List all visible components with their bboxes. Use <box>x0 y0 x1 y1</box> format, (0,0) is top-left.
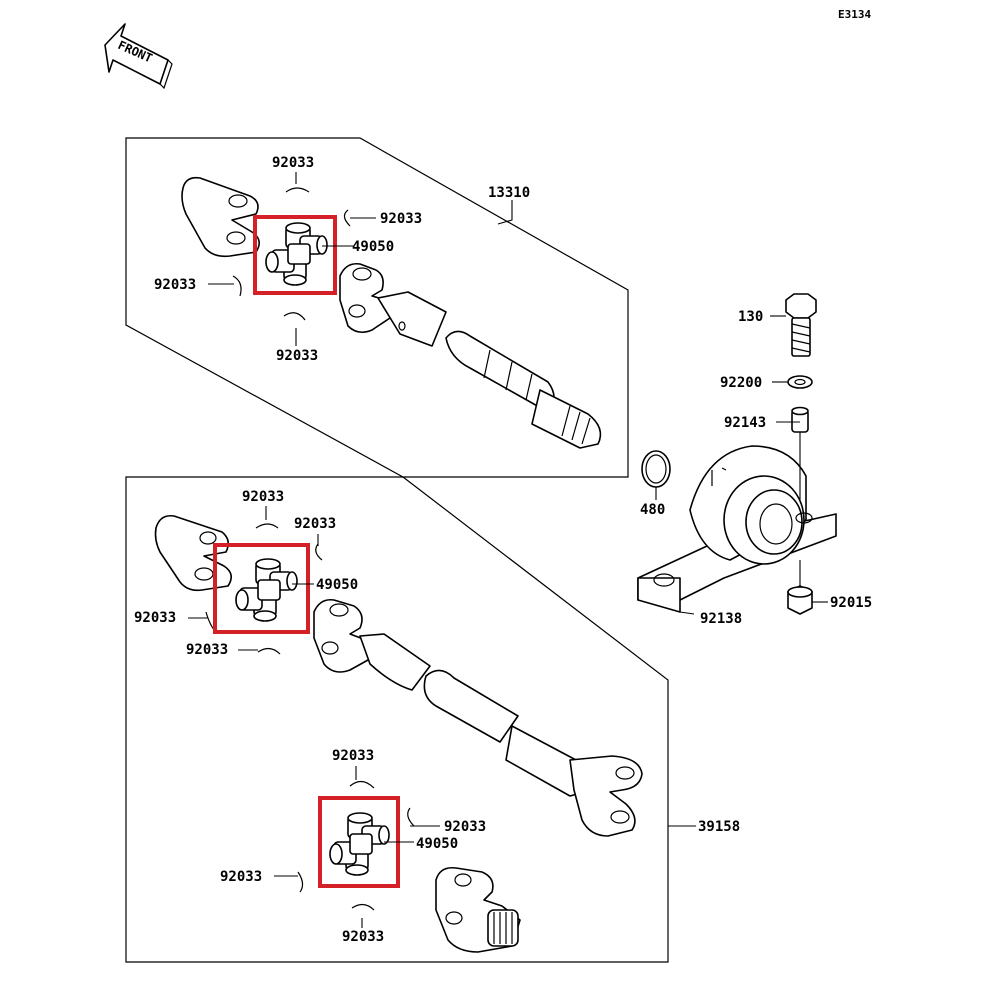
diagram-code: E3134 <box>838 8 871 21</box>
part-labels: 92033 92033 49050 92033 92033 13310 9203… <box>134 155 872 945</box>
label-92015: 92015 <box>830 595 872 611</box>
upper-left-yoke <box>181 176 260 258</box>
lower-assembly-frame <box>125 476 669 963</box>
snap-ring-icon <box>257 647 281 655</box>
label-49050: 49050 <box>352 239 394 255</box>
spider-highlight-middle <box>213 543 310 634</box>
label-92033: 92033 <box>272 155 314 171</box>
spider-highlight-upper <box>253 215 337 295</box>
lower-shaft-assembly <box>125 476 669 963</box>
nut-icon <box>787 585 813 615</box>
label-49050: 49050 <box>316 577 358 593</box>
upper-shaft <box>339 262 602 449</box>
label-92033: 92033 <box>134 610 176 626</box>
universal-joint-spider-icon <box>235 558 298 622</box>
label-92138: 92138 <box>700 611 742 627</box>
label-92033: 92033 <box>294 516 336 532</box>
snap-ring-icon <box>351 903 375 911</box>
front-arrow-icon: FRONT <box>104 23 173 90</box>
label-92033: 92033 <box>444 819 486 835</box>
label-480: 480 <box>640 502 665 518</box>
snap-ring-icon <box>285 187 310 193</box>
label-92033: 92033 <box>342 929 384 945</box>
universal-joint-spider-icon <box>329 812 390 876</box>
label-92033: 92033 <box>186 642 228 658</box>
label-92033: 92033 <box>380 211 422 227</box>
label-92200: 92200 <box>720 375 762 391</box>
snap-ring-icon <box>232 275 242 297</box>
upper-assembly-frame <box>125 137 629 478</box>
label-92033: 92033 <box>154 277 196 293</box>
snap-ring-icon <box>283 312 306 321</box>
label-92033: 92033 <box>332 748 374 764</box>
bearing-group <box>637 293 837 615</box>
lower-shaft <box>313 598 643 837</box>
universal-joint-spider-icon <box>265 222 328 286</box>
splined-yoke <box>435 866 521 953</box>
snap-ring-icon <box>255 523 279 529</box>
label-92033: 92033 <box>276 348 318 364</box>
label-13310: 13310 <box>488 185 530 201</box>
washer-icon <box>787 375 813 389</box>
label-92033: 92033 <box>242 489 284 505</box>
bearing-housing-icon <box>637 445 837 613</box>
label-130: 130 <box>738 309 763 325</box>
bolt-icon <box>785 293 817 357</box>
snap-ring-icon <box>297 871 304 893</box>
snap-ring-icon <box>407 807 415 827</box>
collar-icon <box>791 406 809 433</box>
snap-ring-icon <box>349 780 375 789</box>
label-92143: 92143 <box>724 415 766 431</box>
lower-left-yoke <box>154 514 232 592</box>
label-39158: 39158 <box>698 819 740 835</box>
snap-ring-icon <box>315 543 323 561</box>
upper-shaft-assembly <box>125 137 629 478</box>
snap-ring-icon <box>343 209 351 227</box>
label-92033: 92033 <box>220 869 262 885</box>
leader-lines <box>188 172 828 928</box>
label-49050: 49050 <box>416 836 458 852</box>
